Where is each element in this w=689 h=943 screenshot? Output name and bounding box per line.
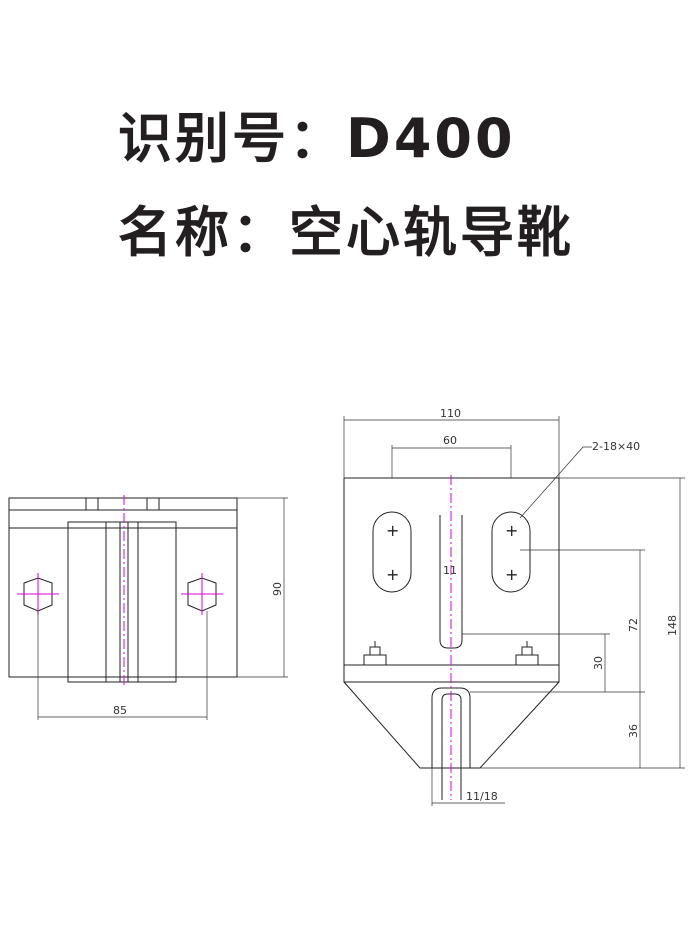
bolt-right-icon <box>515 641 539 666</box>
dim-11-18: 11/18 <box>466 790 498 803</box>
side-view: 85 90 <box>8 495 288 720</box>
bolt-left-icon <box>363 641 387 666</box>
dim-85: 85 <box>113 704 127 717</box>
slotted-hole-right <box>491 511 531 593</box>
hole-spec-label: 2-18×40 <box>592 440 640 453</box>
hole-center-mark-icon: + <box>505 521 518 540</box>
dim-72: 72 <box>627 618 640 632</box>
dim-60: 60 <box>443 434 457 447</box>
dim-90: 90 <box>271 582 284 596</box>
front-view: + + + + 110 60 2-18×40 11 <box>343 407 685 806</box>
side-tab-left <box>85 497 99 511</box>
hole-center-mark-icon: + <box>386 521 399 540</box>
dim-30: 30 <box>592 656 605 670</box>
hole-center-mark-icon: + <box>386 565 399 584</box>
side-top-plate <box>8 497 238 511</box>
name-heading: 名称：空心轨导靴 <box>118 201 574 264</box>
dim-110: 110 <box>440 407 461 420</box>
hole-center-mark-icon: + <box>505 565 518 584</box>
slotted-hole-left <box>372 511 412 593</box>
center-slot <box>439 515 463 649</box>
hole-spec-leader <box>519 446 592 519</box>
side-tab-right <box>146 497 160 511</box>
dim-11: 11 <box>443 564 457 577</box>
side-shoe-block <box>67 521 177 683</box>
dim-36: 36 <box>627 724 640 738</box>
id-heading: 识别号：D400 <box>118 107 516 170</box>
side-body <box>8 510 238 678</box>
dim-148: 148 <box>666 615 679 636</box>
